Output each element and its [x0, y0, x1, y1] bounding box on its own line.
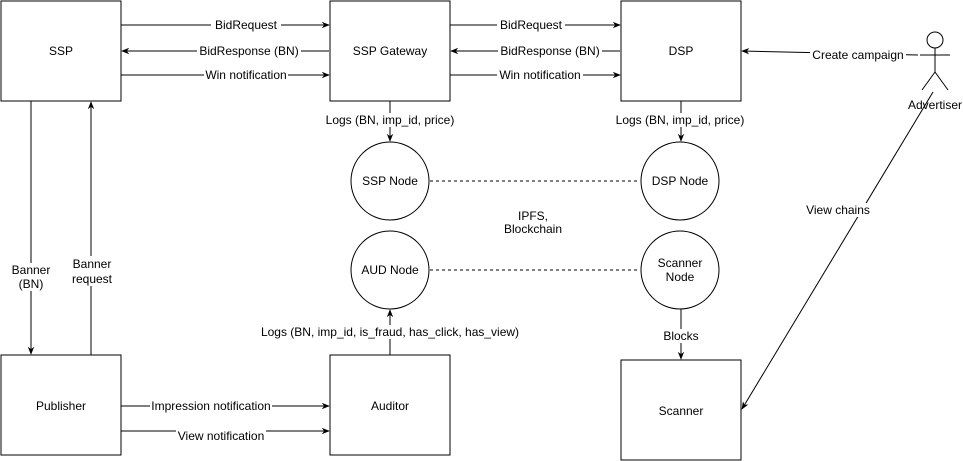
- aud-node-label: AUD Node: [361, 263, 419, 277]
- aud-node[interactable]: AUD Node: [350, 230, 430, 310]
- edge-label: Logs (BN, imp_id, price): [326, 113, 455, 127]
- auditor-label: Auditor: [371, 399, 409, 413]
- edge-label: Logs (BN, imp_id, price): [616, 113, 745, 127]
- edge-ssp-publisher-banner[interactable]: Banner (BN): [10, 101, 54, 355]
- edge-label: Blocks: [663, 329, 698, 343]
- edge-label: BidRequest: [215, 18, 278, 32]
- edge-gw-ssp-bidresponse[interactable]: BidResponse (BN): [121, 44, 329, 58]
- auditor-box[interactable]: Auditor: [329, 354, 451, 456]
- edge-label-line2: request: [72, 272, 113, 286]
- edge-label: Logs (BN, imp_id, is_fraud, has_click, h…: [261, 325, 519, 339]
- center-label-line2: Blockchain: [504, 222, 562, 236]
- dsp-node-label: DSP Node: [652, 174, 709, 188]
- edge-ssp-gw-win[interactable]: Win notification: [121, 68, 330, 82]
- edge-label: BidResponse (BN): [500, 44, 599, 58]
- edge-publisher-auditor-view[interactable]: View notification: [121, 427, 330, 443]
- scanner-node-label-line2: Node: [666, 270, 695, 284]
- edge-label: Win notification: [499, 68, 580, 82]
- edge-label: Impression notification: [151, 399, 270, 413]
- scanner-label: Scanner: [659, 404, 704, 418]
- stick-figure-icon: [920, 31, 950, 91]
- edge-dsp-dsp-node-logs[interactable]: Logs (BN, imp_id, price): [615, 101, 745, 142]
- ssp-gateway-box[interactable]: SSP Gateway: [329, 0, 451, 102]
- edge-advertiser-scanner[interactable]: View chains: [741, 91, 934, 410]
- edge-advertiser-dsp[interactable]: Create campaign: [741, 47, 919, 62]
- center-label-line1: IPFS,: [518, 209, 548, 223]
- edge-publisher-ssp-request[interactable]: Banner request: [70, 101, 114, 355]
- advertiser-actor[interactable]: Advertiser: [908, 31, 962, 112]
- publisher-box[interactable]: Publisher: [0, 354, 122, 456]
- edge-publisher-auditor-impression[interactable]: Impression notification: [121, 399, 330, 413]
- scanner-node[interactable]: Scanner Node: [640, 230, 720, 310]
- edge-label: BidResponse (BN): [199, 44, 298, 58]
- scanner-node-label-line1: Scanner: [658, 256, 703, 270]
- edge-gw-dsp-bidrequest[interactable]: BidRequest: [450, 18, 621, 32]
- dsp-box[interactable]: DSP: [620, 0, 742, 102]
- edge-label: Create campaign: [812, 48, 903, 62]
- edge-ssp-gw-bidrequest[interactable]: BidRequest: [121, 18, 330, 32]
- edge-label: View notification: [178, 429, 265, 443]
- edge-gw-ssp-node-logs[interactable]: Logs (BN, imp_id, price): [325, 101, 455, 142]
- edge-label-line1: Banner: [12, 263, 51, 277]
- dsp-label: DSP: [669, 44, 694, 58]
- dsp-node[interactable]: DSP Node: [640, 141, 720, 221]
- edge-label: Win notification: [205, 68, 286, 82]
- scanner-box[interactable]: Scanner: [620, 359, 742, 461]
- publisher-label: Publisher: [36, 399, 86, 413]
- edge-gw-dsp-win[interactable]: Win notification: [450, 68, 621, 82]
- advertiser-label: Advertiser: [908, 98, 962, 112]
- edge-label-line2: (BN): [19, 277, 44, 291]
- ssp-node[interactable]: SSP Node: [350, 141, 430, 221]
- ssp-gateway-label: SSP Gateway: [353, 44, 427, 58]
- edge-label-line1: Banner: [73, 257, 112, 271]
- ssp-box[interactable]: SSP: [0, 0, 122, 102]
- edge-dsp-gw-bidresponse[interactable]: BidResponse (BN): [450, 44, 620, 58]
- edge-label: View chains: [806, 203, 870, 217]
- ssp-label: SSP: [49, 44, 73, 58]
- edge-label: BidRequest: [500, 18, 563, 32]
- edge-scanner-node-scanner-blocks[interactable]: Blocks: [660, 309, 702, 360]
- edge-auditor-aud-node-logs[interactable]: Logs (BN, imp_id, is_fraud, has_click, h…: [258, 309, 522, 355]
- ssp-node-label: SSP Node: [362, 174, 418, 188]
